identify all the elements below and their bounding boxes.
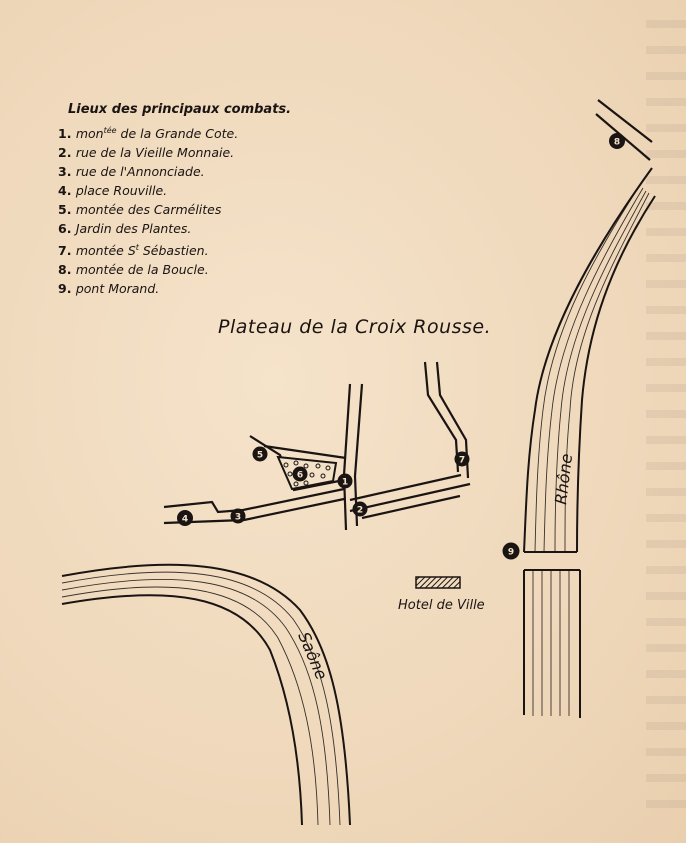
legend-item: 5. montée des Carmélites <box>58 200 291 219</box>
legend-item-text: montée des Carmélites <box>75 202 222 218</box>
marker-8: 8 <box>609 133 625 149</box>
legend-item-text: mon <box>75 126 104 142</box>
legend-item-number: 6. <box>58 221 76 237</box>
saone-water-lines <box>61 571 341 826</box>
rhone-river <box>523 167 656 718</box>
saone-label: Saône <box>294 629 331 682</box>
legend-item-number: 9. <box>58 281 76 297</box>
svg-text:9: 9 <box>508 548 514 558</box>
marker-1: 1 <box>337 473 353 489</box>
legend-item-number: 8. <box>58 262 76 278</box>
rhone-water-lines <box>532 184 650 716</box>
marker-2: 2 <box>352 501 368 517</box>
marker-4: 4 <box>177 510 193 526</box>
legend-item-superscript: t <box>135 243 139 253</box>
legend-item: 3. rue de l'Annonciade. <box>58 162 291 181</box>
hotel-de-ville-label: Hotel de Ville <box>398 598 485 613</box>
legend-item-text: place Rouville. <box>75 183 168 199</box>
legend-item: 7. montée St Sébastien. <box>58 238 291 260</box>
hotel-de-ville-building <box>415 576 461 589</box>
legend-item-text: montée S <box>75 243 136 259</box>
legend-item: 6. Jardin des Plantes. <box>58 219 291 238</box>
legend-item-text: Jardin des Plantes. <box>75 221 192 237</box>
legend-item: 1. montée de la Grande Cote. <box>58 121 291 143</box>
legend-item-text: rue de la Vieille Monnaie. <box>75 145 235 161</box>
svg-text:3: 3 <box>235 513 241 523</box>
marker-7: 7 <box>454 451 470 467</box>
legend-title: Lieux des principaux combats. <box>68 102 292 117</box>
legend-item: 2. rue de la Vieille Monnaie. <box>58 143 291 162</box>
svg-text:8: 8 <box>614 138 620 148</box>
svg-text:7: 7 <box>459 456 465 466</box>
svg-text:6: 6 <box>297 471 303 481</box>
legend-item-number: 5. <box>58 202 76 218</box>
legend-item-number: 4. <box>58 183 76 199</box>
svg-text:4: 4 <box>182 515 188 525</box>
svg-text:1: 1 <box>342 478 348 488</box>
map-title: Plateau de la Croix Rousse. <box>218 316 492 338</box>
legend-item: 9. pont Morand. <box>58 279 291 298</box>
saone-river <box>61 563 351 826</box>
rhone-label: Rhône <box>551 452 576 505</box>
bleed-through-text <box>646 20 686 820</box>
legend-item-text-rest: Sébastien. <box>138 243 209 259</box>
legend-item-superscript: tée <box>103 126 117 135</box>
marker-3: 3 <box>230 508 246 524</box>
legend-item: 4. place Rouville. <box>58 181 291 200</box>
legend-item-number: 7. <box>58 243 76 259</box>
legend-item-text: pont Morand. <box>75 281 160 297</box>
marker-5: 5 <box>252 446 268 462</box>
legend-item-text: rue de l'Annonciade. <box>75 164 205 180</box>
svg-text:5: 5 <box>257 451 263 461</box>
marker-6: 6 <box>292 466 308 482</box>
legend-item-number: 2. <box>58 145 76 161</box>
legend-item-text: montée de la Boucle. <box>75 262 209 278</box>
legend-item-text-rest: de la Grande Cote. <box>116 126 239 142</box>
legend-item-number: 3. <box>58 164 76 180</box>
legend-item: 8. montée de la Boucle. <box>58 260 291 279</box>
markers: 1 2 3 4 5 6 7 8 9 <box>177 133 625 560</box>
marker-9: 9 <box>502 542 520 560</box>
legend-items: 1. montée de la Grande Cote.2. rue de la… <box>58 121 291 298</box>
svg-text:2: 2 <box>357 506 363 516</box>
legend-item-number: 1. <box>58 126 76 142</box>
legend: Lieux des principaux combats. 1. montée … <box>58 102 291 298</box>
